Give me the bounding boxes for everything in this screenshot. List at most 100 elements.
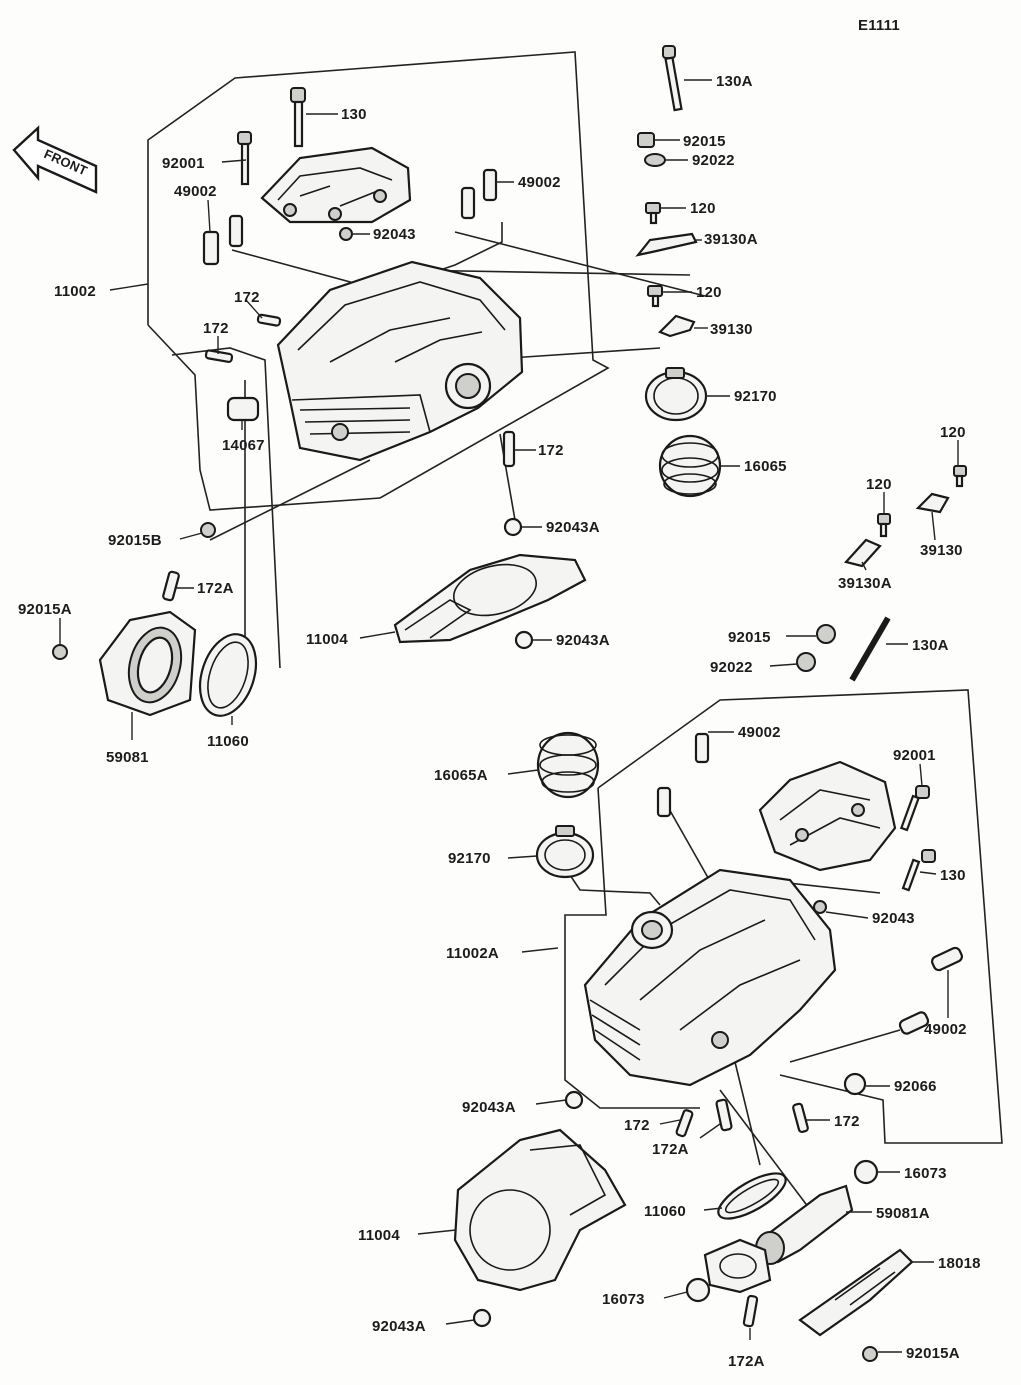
- group-line-11060: [734, 1061, 761, 1166]
- group-line-nut: [209, 459, 371, 541]
- label-130-bot: 130: [940, 867, 966, 884]
- label-92001-top: 92001: [162, 155, 205, 172]
- label-39130a-top: 39130A: [704, 231, 758, 248]
- dowel-172-b: [204, 349, 234, 363]
- label-172-e: 172: [834, 1113, 860, 1130]
- label-92066: 92066: [894, 1078, 937, 1095]
- gasket-11004-bot: [453, 1128, 627, 1292]
- group-line-bracket: [454, 231, 706, 297]
- cap-92066: [843, 1072, 867, 1096]
- cylinder-head-rear: [276, 260, 524, 462]
- dowel-172-d: [675, 1109, 694, 1138]
- ring-92043a-last: [472, 1308, 492, 1328]
- plug-49002-topmid: [460, 168, 498, 220]
- group-line-59081a: [719, 1089, 813, 1213]
- flange-plate: [703, 1238, 772, 1294]
- bracket-39130-right: [915, 492, 950, 514]
- label-49002-bot: 49002: [738, 724, 781, 741]
- seal-11060-bot: [717, 1172, 787, 1220]
- label-120-a: 120: [690, 200, 716, 217]
- bolt-120-a: [645, 202, 661, 225]
- bolt-92001-bot: [899, 785, 930, 832]
- group-outline-rear-head: [147, 51, 610, 511]
- label-172-b: 172: [203, 320, 229, 337]
- label-92015a-bot: 92015A: [906, 1345, 960, 1362]
- group-line-plug: [231, 222, 503, 291]
- label-92043a-last: 92043A: [372, 1318, 426, 1335]
- bracket-39130-top: [658, 314, 696, 338]
- nut-92015b: [200, 522, 216, 538]
- ring-92043a-bot: [564, 1090, 584, 1110]
- insulator-16065a: [536, 731, 600, 799]
- label-92043a-top: 92043A: [546, 519, 600, 536]
- washer-92022-top: [644, 153, 666, 167]
- label-172a-top: 172A: [197, 580, 234, 597]
- label-59081: 59081: [106, 749, 149, 766]
- nut-92015-top: [637, 132, 655, 148]
- nut-92015-mid: [816, 624, 836, 644]
- label-11060-top: 11060: [207, 733, 249, 750]
- label-59081a: 59081A: [876, 1205, 930, 1222]
- dowel-172-c: [502, 430, 516, 468]
- label-92022-top: 92022: [692, 152, 735, 169]
- dowel-172-e: [792, 1102, 809, 1133]
- label-92015-top: 92015: [683, 133, 726, 150]
- label-92001-bot: 92001: [893, 747, 936, 764]
- dowel-172a-top: [162, 570, 180, 602]
- label-16065a: 16065A: [434, 767, 488, 784]
- clamp-92170-bot: [535, 825, 595, 879]
- nut-92015a-bot: [862, 1346, 878, 1362]
- label-39130-right: 39130: [920, 542, 963, 559]
- group-outline-front-head: [597, 689, 1003, 1144]
- ring-92043a-top: [503, 517, 523, 537]
- group-outline-intake: [171, 347, 281, 669]
- dowel-172a-bot: [742, 1294, 759, 1328]
- label-92043a-mid: 92043A: [556, 632, 610, 649]
- front-arrow-icon: FRONT: [12, 125, 98, 194]
- clamp-92170-top: [644, 367, 708, 422]
- intake-59081: [98, 610, 197, 717]
- label-39130-top: 39130: [710, 321, 753, 338]
- label-130a-mid: 130A: [912, 637, 949, 654]
- label-92022-mid: 92022: [710, 659, 753, 676]
- washer-16073-left: [685, 1277, 711, 1303]
- label-11004-bot: 11004: [358, 1227, 400, 1244]
- label-172-d: 172: [624, 1117, 650, 1134]
- cylinder-head-front: [583, 868, 837, 1087]
- label-172a-bot: 172A: [728, 1353, 765, 1370]
- label-14067: 14067: [222, 437, 265, 454]
- label-120-b: 120: [696, 284, 722, 301]
- nut-92043-bot: [813, 900, 827, 914]
- label-92015b: 92015B: [108, 532, 162, 549]
- label-49002-botright: 49002: [924, 1021, 967, 1038]
- part-labels: 130 92001 49002 49002 92043 11002 172 17…: [18, 73, 981, 1370]
- seal-11060-top: [198, 633, 258, 717]
- cap-14067: [226, 396, 260, 422]
- cover-18018: [798, 1248, 914, 1337]
- cylinder-head-cover-rear: [260, 146, 412, 224]
- label-172-c: 172: [538, 442, 564, 459]
- label-11002a: 11002A: [446, 945, 499, 962]
- gasket-11004-top: [393, 553, 587, 644]
- label-92043a-bot: 92043A: [462, 1099, 516, 1116]
- bolt-92001-top: [237, 131, 252, 186]
- bolt-130-top: [290, 87, 306, 148]
- label-130a-top: 130A: [716, 73, 753, 90]
- dowel-172-a: [256, 313, 282, 327]
- label-92015a-top: 92015A: [18, 601, 72, 618]
- bolt-130a-top: [662, 45, 683, 112]
- label-39130a-right: 39130A: [838, 575, 892, 592]
- diagram-code: E1111: [858, 17, 900, 34]
- label-11004-top: 11004: [306, 631, 348, 648]
- label-92170-bot: 92170: [448, 850, 491, 867]
- group-outline-front-head-2: [564, 787, 700, 1109]
- plug-49002-bot: [656, 732, 710, 818]
- bracket-39130a-right: [843, 538, 882, 568]
- cylinder-head-cover-front: [758, 760, 897, 872]
- label-172-a: 172: [234, 289, 260, 306]
- ring-92043a-mid: [514, 630, 534, 650]
- label-11060-bot: 11060: [644, 1203, 686, 1220]
- label-92170-top: 92170: [734, 388, 777, 405]
- insulator-16065: [658, 434, 722, 498]
